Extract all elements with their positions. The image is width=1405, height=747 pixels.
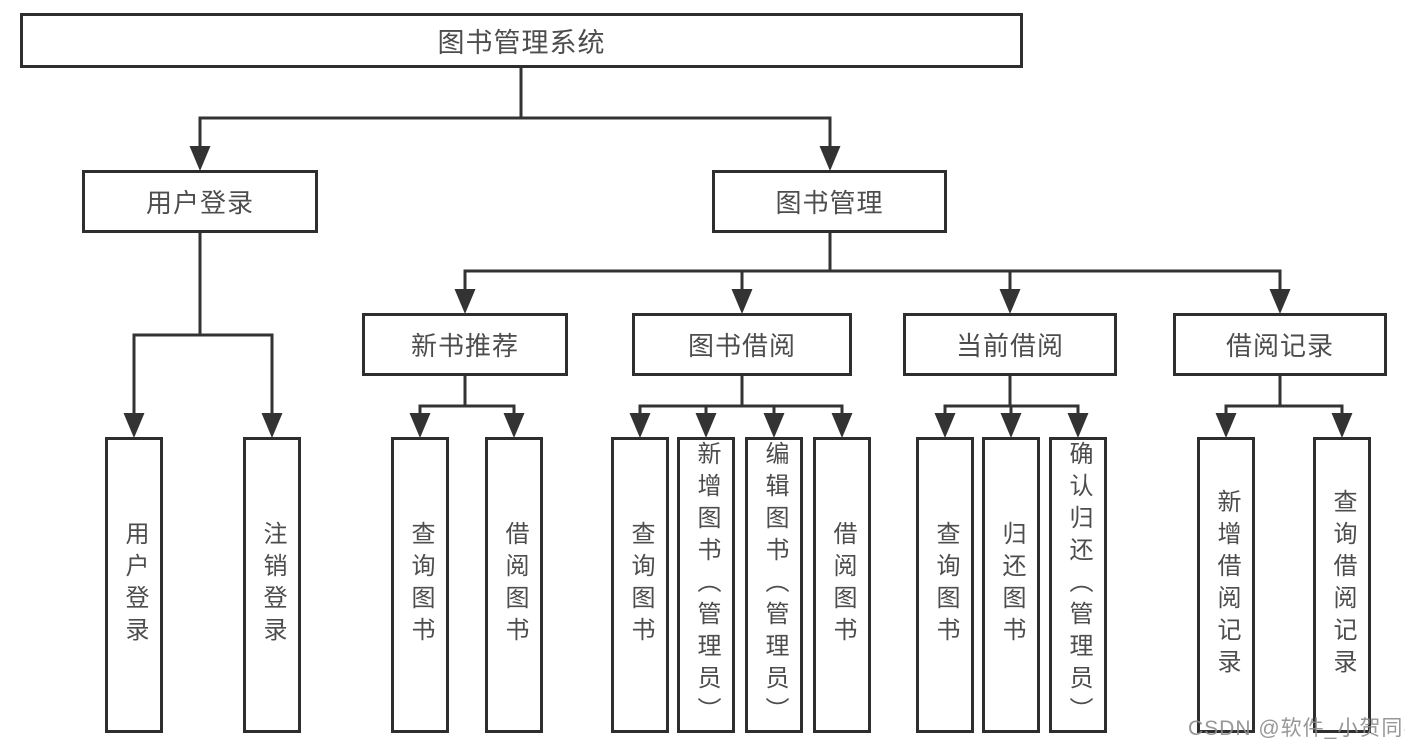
- leaf-logout: 注销登录: [243, 437, 301, 733]
- arrowhead-down-icon: [1000, 413, 1022, 438]
- node-label: 新书推荐: [410, 331, 519, 361]
- leaf-query-borrow-record: 查询借阅记录: [1313, 437, 1371, 733]
- arrowhead-down-icon: [819, 146, 841, 171]
- node-label: 查询借阅记录: [1329, 489, 1356, 681]
- node-user-login: 用户登录: [82, 170, 318, 233]
- node-borrow-records: 借阅记录: [1173, 313, 1387, 376]
- node-label: 编辑图书（管理员）: [761, 441, 788, 729]
- arrowhead-down-icon: [261, 413, 283, 438]
- node-label: 查询图书: [627, 521, 654, 649]
- node-book-borrowing: 图书借阅: [632, 313, 852, 376]
- node-label: 当前借阅: [955, 331, 1064, 361]
- node-label: 用户登录: [121, 521, 148, 649]
- leaf-query-books-borrowing: 查询图书: [611, 437, 669, 733]
- leaf-return-books: 归还图书: [982, 437, 1040, 733]
- node-label: 用户登录: [145, 188, 254, 218]
- leaf-confirm-return-admin: 确认归还（管理员）: [1049, 437, 1107, 733]
- arrowhead-down-icon: [123, 413, 145, 438]
- leaf-query-books-recommend: 查询图书: [391, 437, 449, 733]
- arrowhead-down-icon: [695, 413, 717, 438]
- node-label: 借阅图书: [501, 521, 528, 649]
- node-current-borrowing: 当前借阅: [903, 313, 1117, 376]
- arrowhead-down-icon: [831, 413, 853, 438]
- arrowhead-down-icon: [1067, 413, 1089, 438]
- arrowhead-down-icon: [629, 413, 651, 438]
- arrowhead-down-icon: [731, 289, 753, 314]
- arrowhead-down-icon: [454, 289, 476, 314]
- arrowhead-down-icon: [1215, 413, 1237, 438]
- node-new-book-recommend: 新书推荐: [362, 313, 568, 376]
- arrowhead-down-icon: [189, 146, 211, 171]
- node-label: 确认归还（管理员）: [1065, 441, 1092, 729]
- leaf-edit-book-admin: 编辑图书（管理员）: [745, 437, 803, 733]
- node-label: 新增图书（管理员）: [693, 441, 720, 729]
- arrowhead-down-icon: [999, 289, 1021, 314]
- node-library-management-system: 图书管理系统: [20, 13, 1023, 68]
- arrowhead-down-icon: [409, 413, 431, 438]
- arrowhead-group: [123, 146, 1353, 438]
- node-label: 注销登录: [259, 521, 286, 649]
- leaf-borrow-books-recommend: 借阅图书: [485, 437, 543, 733]
- node-label: 图书管理系统: [437, 28, 606, 58]
- arrowhead-down-icon: [934, 413, 956, 438]
- arrowhead-down-icon: [503, 413, 525, 438]
- leaf-user-login: 用户登录: [105, 437, 163, 733]
- node-label: 借阅记录: [1225, 331, 1334, 361]
- node-label: 查询图书: [932, 521, 959, 649]
- node-label: 查询图书: [407, 521, 434, 649]
- arrowhead-down-icon: [1269, 289, 1291, 314]
- node-label: 图书管理: [775, 188, 884, 218]
- node-label: 归还图书: [998, 521, 1025, 649]
- node-label: 图书借阅: [687, 331, 796, 361]
- watermark: CSDN @软件_小贺同学: [1188, 717, 1405, 740]
- node-label: 借阅图书: [829, 521, 856, 649]
- node-book-management: 图书管理: [712, 170, 947, 233]
- leaf-borrow-books-borrowing: 借阅图书: [813, 437, 871, 733]
- leaf-add-book-admin: 新增图书（管理员）: [677, 437, 735, 733]
- leaf-query-books-current: 查询图书: [916, 437, 974, 733]
- arrowhead-down-icon: [1331, 413, 1353, 438]
- node-label: 新增借阅记录: [1213, 489, 1240, 681]
- leaf-add-borrow-record: 新增借阅记录: [1197, 437, 1255, 733]
- arrowhead-down-icon: [763, 413, 785, 438]
